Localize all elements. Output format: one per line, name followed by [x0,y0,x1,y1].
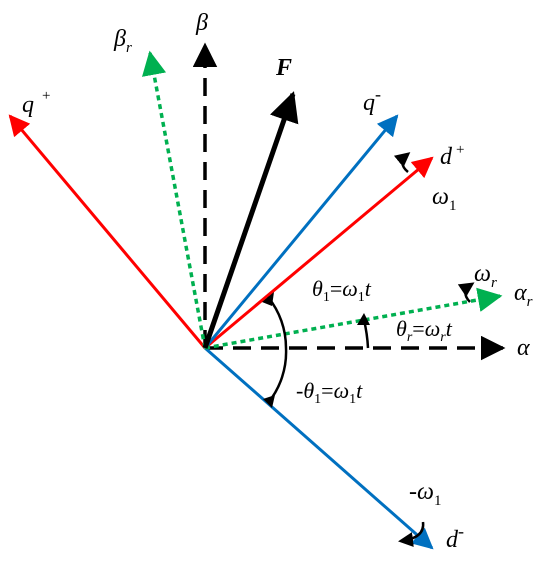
q-minus-label: q- [363,84,381,116]
theta1-label: θ1=ω1t [312,276,372,305]
d-plus-vector [204,156,434,350]
alpha-r-label: αr [514,280,533,310]
d-minus-label: d- [446,521,464,553]
d-plus-label: d+ [440,142,464,170]
neg-omega1-label: -ω1 [409,479,441,509]
omega-r-label: ωr [474,261,497,291]
f-label: F [275,55,292,81]
omega-r-rotation-icon [457,282,475,303]
q-minus-vector [203,114,399,349]
beta-r-vector [141,50,207,349]
neg-theta1-arc [267,347,288,404]
theta1-arc-tip [262,292,274,306]
theta-r-arc-tip [357,313,370,325]
neg-omega1-rotation-icon [398,521,425,547]
q-plus-label: q+ [22,88,50,118]
neg-theta1-label: -θ1=ω1t [296,378,363,407]
q-plus-vector [8,114,207,349]
omega1-rotation-icon [393,152,411,173]
omega1-label: ω1 [432,184,456,214]
beta-r-label: βr [113,26,132,56]
alpha-label: α [517,335,530,361]
d-minus-vector [204,346,434,550]
f-vector [202,91,299,349]
beta-label: β [195,10,208,36]
theta-r-label: θr=ωrt [396,316,453,345]
alpha-r-vector [204,287,503,350]
neg-theta1-arc-tip [263,395,275,408]
